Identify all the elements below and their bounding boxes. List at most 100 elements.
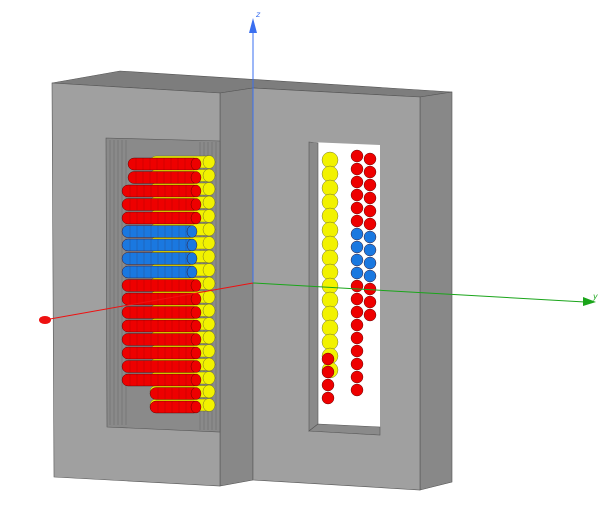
winding-section	[363, 269, 377, 283]
winding-end	[190, 292, 202, 306]
red-winding-section	[350, 318, 364, 332]
blue-winding-turn	[121, 265, 197, 279]
inner-winding-section	[321, 221, 339, 239]
winding-end	[190, 279, 202, 292]
red-winding-section	[350, 383, 364, 397]
red-winding-turn	[121, 211, 201, 225]
blue-winding-section	[350, 227, 364, 241]
winding-section	[363, 191, 377, 205]
red-winding-turn	[121, 319, 201, 333]
windings	[121, 149, 377, 414]
y-axis-arrow-icon	[583, 297, 596, 306]
red-winding-section	[350, 292, 364, 306]
red-winding-section	[321, 365, 335, 379]
inner-winding-section	[321, 179, 339, 197]
winding-end	[190, 346, 202, 360]
winding-section	[363, 230, 377, 244]
inner-winding-end	[202, 290, 216, 304]
winding-end	[190, 333, 202, 346]
blue-winding-turn	[121, 238, 197, 252]
inner-winding-end	[202, 317, 216, 331]
inner-winding-section	[321, 207, 339, 225]
winding-end	[186, 265, 198, 279]
x-axis	[49, 282, 254, 320]
red-winding-section	[350, 331, 364, 345]
y-axis	[252, 282, 586, 303]
inner-winding-end	[202, 168, 216, 183]
winding-end	[190, 198, 202, 211]
inner-winding-section	[321, 291, 339, 309]
winding-section	[363, 204, 377, 218]
winding-end	[190, 171, 202, 184]
red-winding-section	[321, 352, 335, 366]
winding-end	[190, 360, 202, 373]
red-winding-turn	[121, 360, 201, 373]
red-winding-section	[350, 201, 364, 215]
right-window-floor	[308, 423, 381, 436]
winding-section	[363, 178, 377, 192]
winding-section	[363, 256, 377, 270]
blue-winding-section	[350, 266, 364, 280]
z-axis-label: z	[255, 10, 261, 19]
winding-end	[190, 157, 202, 171]
inner-winding-end	[202, 357, 216, 372]
inner-winding-end	[202, 384, 216, 399]
inner-winding-end	[202, 195, 216, 210]
inner-winding-end	[202, 398, 216, 412]
red-winding-section	[350, 370, 364, 384]
blue-winding-section	[350, 253, 364, 267]
winding-section	[363, 308, 377, 322]
winding-end	[190, 211, 202, 225]
inner-winding-end	[202, 371, 216, 385]
inner-winding-section	[321, 333, 339, 351]
winding-section	[363, 243, 377, 257]
winding-end	[190, 306, 202, 319]
winding-section	[363, 165, 377, 179]
inner-winding-end	[202, 155, 216, 169]
inner-winding-section	[321, 193, 339, 211]
red-winding-section	[350, 214, 364, 228]
blue-winding-turn	[121, 225, 197, 238]
red-winding-section	[350, 175, 364, 189]
red-winding-turn	[121, 184, 201, 198]
inner-winding-end	[202, 330, 216, 345]
inner-winding-section	[321, 165, 339, 183]
inner-winding-section	[321, 151, 339, 169]
winding-end	[186, 225, 198, 238]
inner-winding-end	[202, 303, 216, 318]
red-winding-turn	[121, 346, 201, 360]
inner-winding-section	[321, 249, 339, 267]
inner-winding-end	[202, 344, 216, 358]
inner-winding-end	[202, 222, 216, 237]
red-winding-section	[350, 305, 364, 319]
inner-winding-section	[321, 263, 339, 281]
red-winding-section	[321, 378, 335, 392]
blue-winding-section	[350, 240, 364, 254]
y-axis-label: y	[592, 292, 598, 301]
inner-winding-end	[202, 209, 216, 223]
winding-end	[190, 400, 202, 414]
red-winding-turn	[121, 333, 201, 346]
inner-winding-end	[202, 182, 216, 196]
x-axis-arrow-icon	[39, 316, 51, 324]
z-axis-arrow-icon	[249, 18, 257, 33]
red-winding-turn	[121, 279, 201, 292]
inner-winding-end	[202, 263, 216, 277]
winding-end	[186, 238, 198, 252]
inner-winding-section	[321, 305, 339, 323]
inner-winding-section	[321, 277, 339, 295]
red-winding-section	[350, 188, 364, 202]
red-winding-section	[350, 279, 364, 293]
winding-section	[363, 217, 377, 231]
inner-winding-end	[202, 236, 216, 250]
inner-winding-end	[202, 249, 216, 264]
inner-winding-section	[321, 319, 339, 337]
red-winding-turn	[121, 198, 201, 211]
winding-end	[186, 252, 198, 265]
winding-section	[363, 152, 377, 166]
red-winding-turn	[121, 306, 201, 319]
red-winding-turn	[121, 373, 201, 387]
red-winding-section	[321, 391, 335, 405]
